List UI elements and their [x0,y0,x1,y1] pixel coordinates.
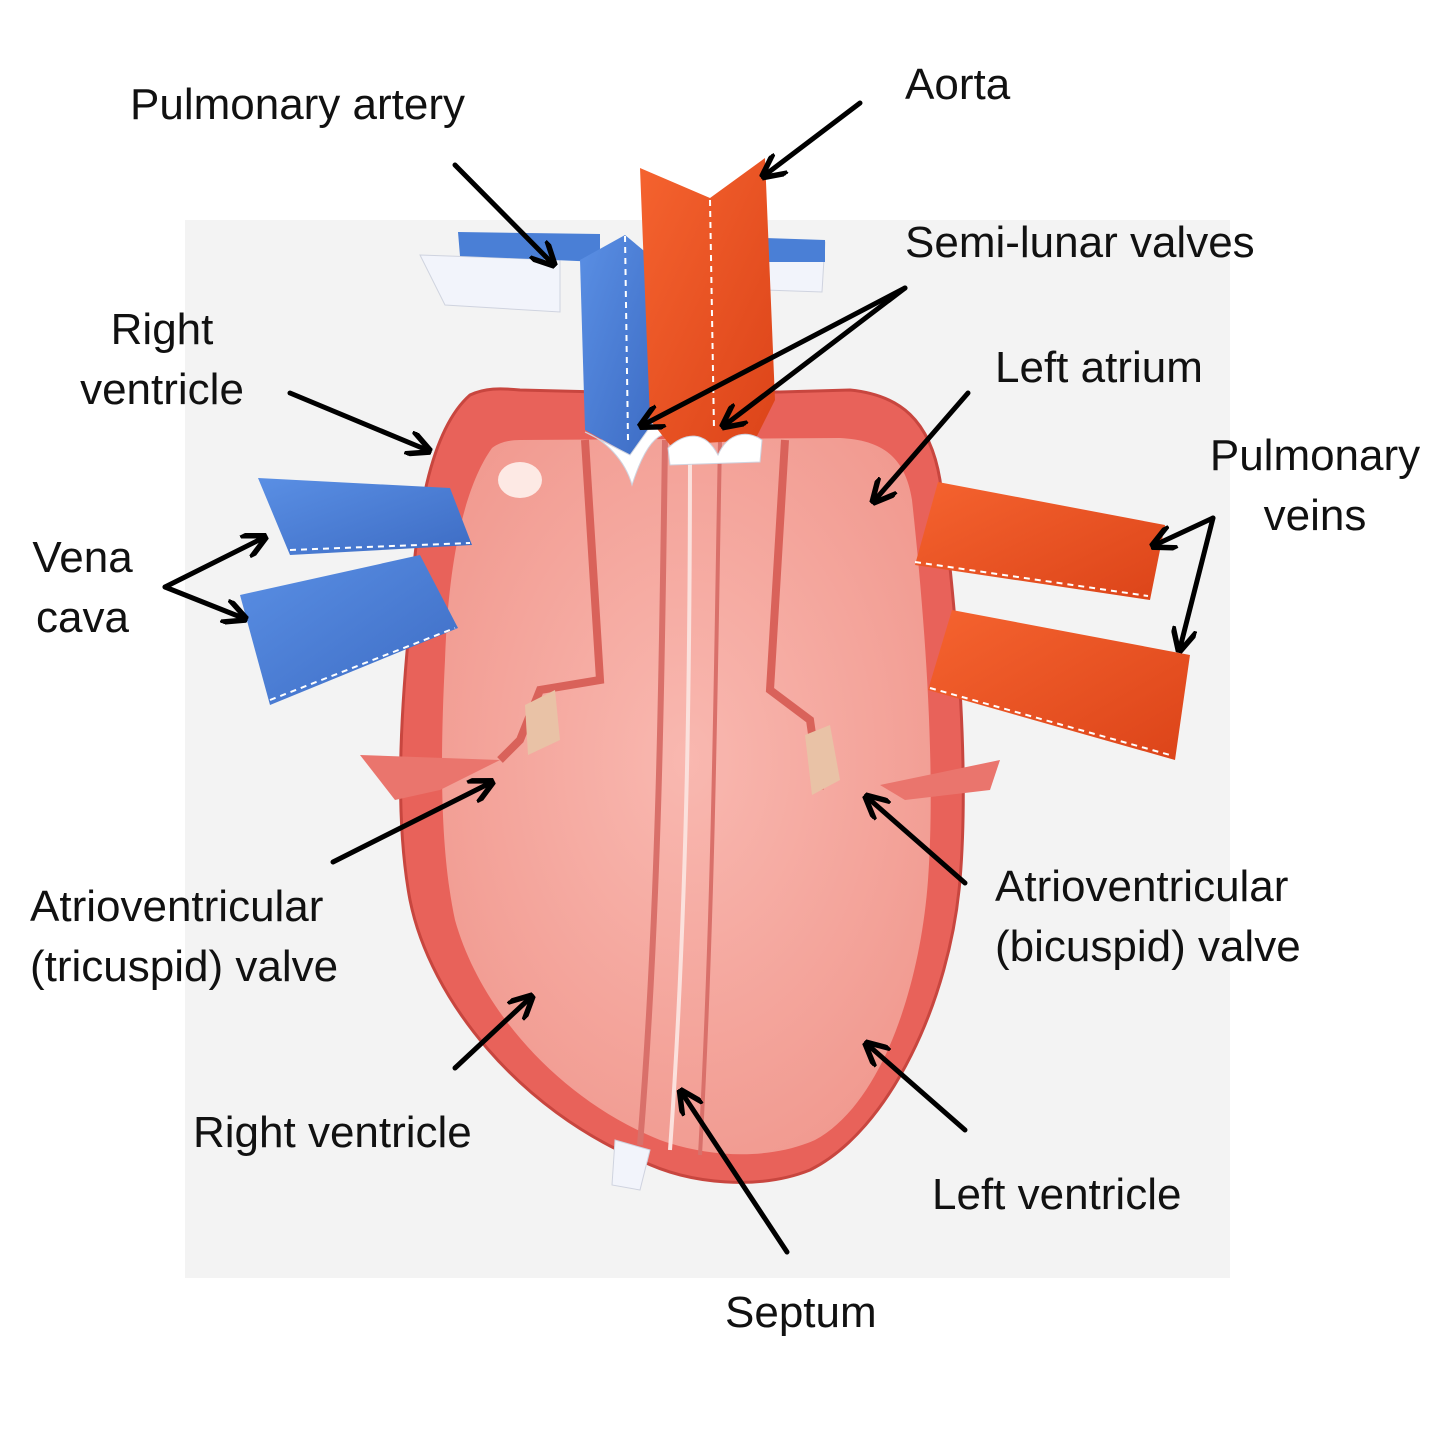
arrow-right-ventricle-bottom [452,998,530,1071]
pulmonary-artery-shape [580,235,663,487]
label-av-tricuspid-line2: (tricuspid) valve [30,942,339,991]
arrow-bicuspid [868,798,968,886]
septum-ridge [611,439,722,1191]
label-aorta: Aorta [905,60,1011,109]
label-right-ventricle-top: Right ventricle [62,300,262,420]
label-pulmonary-artery: Pulmonary artery [130,80,466,129]
arrow-vena-cava-1 [162,538,263,590]
label-pulmonary-veins: Pulmonary veins [1195,426,1435,546]
label-av-bicuspid-line1: Atrioventricular [995,862,1289,911]
label-left-atrium: Left atrium [995,343,1203,392]
label-right-ventricle-top-line1: Right [110,305,214,354]
label-left-ventricle: Left ventricle [932,1170,1182,1219]
arrow-left-atrium [875,390,971,500]
label-av-bicuspid-line2: (bicuspid) valve [995,922,1301,971]
label-av-tricuspid-line1: Atrioventricular [30,882,324,931]
arrow-right-ventricle-top [287,390,427,450]
label-vena-cava-line1: Vena [32,533,133,582]
aorta-shape [640,158,775,466]
arrow-septum [682,1093,790,1255]
label-right-ventricle-top-line2: ventricle [80,365,244,414]
label-vena-cava-line2: cava [36,593,129,642]
surface-highlight [498,462,542,498]
arrow-vena-cava-2 [162,584,243,618]
arrow-aorta [765,100,863,175]
arrow-tricuspid [330,783,490,865]
pointer-arrows [162,100,1216,1255]
pulmonary-veins-shape [914,482,1190,760]
arrow-pulmonary-vein-1 [1155,515,1216,545]
atrium-partitions [360,439,1000,800]
label-av-bicuspid: Atrioventricular (bicuspid) valve [995,857,1301,977]
label-pulmonary-veins-line1: Pulmonary [1209,431,1421,480]
label-septum: Septum [725,1288,877,1337]
arrow-pulmonary-vein-2 [1180,515,1216,648]
label-pulmonary-veins-line2: veins [1263,491,1367,540]
label-semi-lunar-valves: Semi-lunar valves [905,218,1255,267]
arrow-left-ventricle [868,1045,968,1133]
vena-cava-shape [240,478,472,705]
arrow-semilunar-1 [643,285,908,425]
top-paper-tab [419,232,826,313]
label-right-ventricle-bottom: Right ventricle [193,1108,472,1157]
label-av-tricuspid: Atrioventricular (tricuspid) valve [30,877,338,997]
arrow-semilunar-2 [725,285,908,425]
label-vena-cava: Vena cava [20,528,145,648]
arrow-pulmonary-artery [452,162,552,263]
